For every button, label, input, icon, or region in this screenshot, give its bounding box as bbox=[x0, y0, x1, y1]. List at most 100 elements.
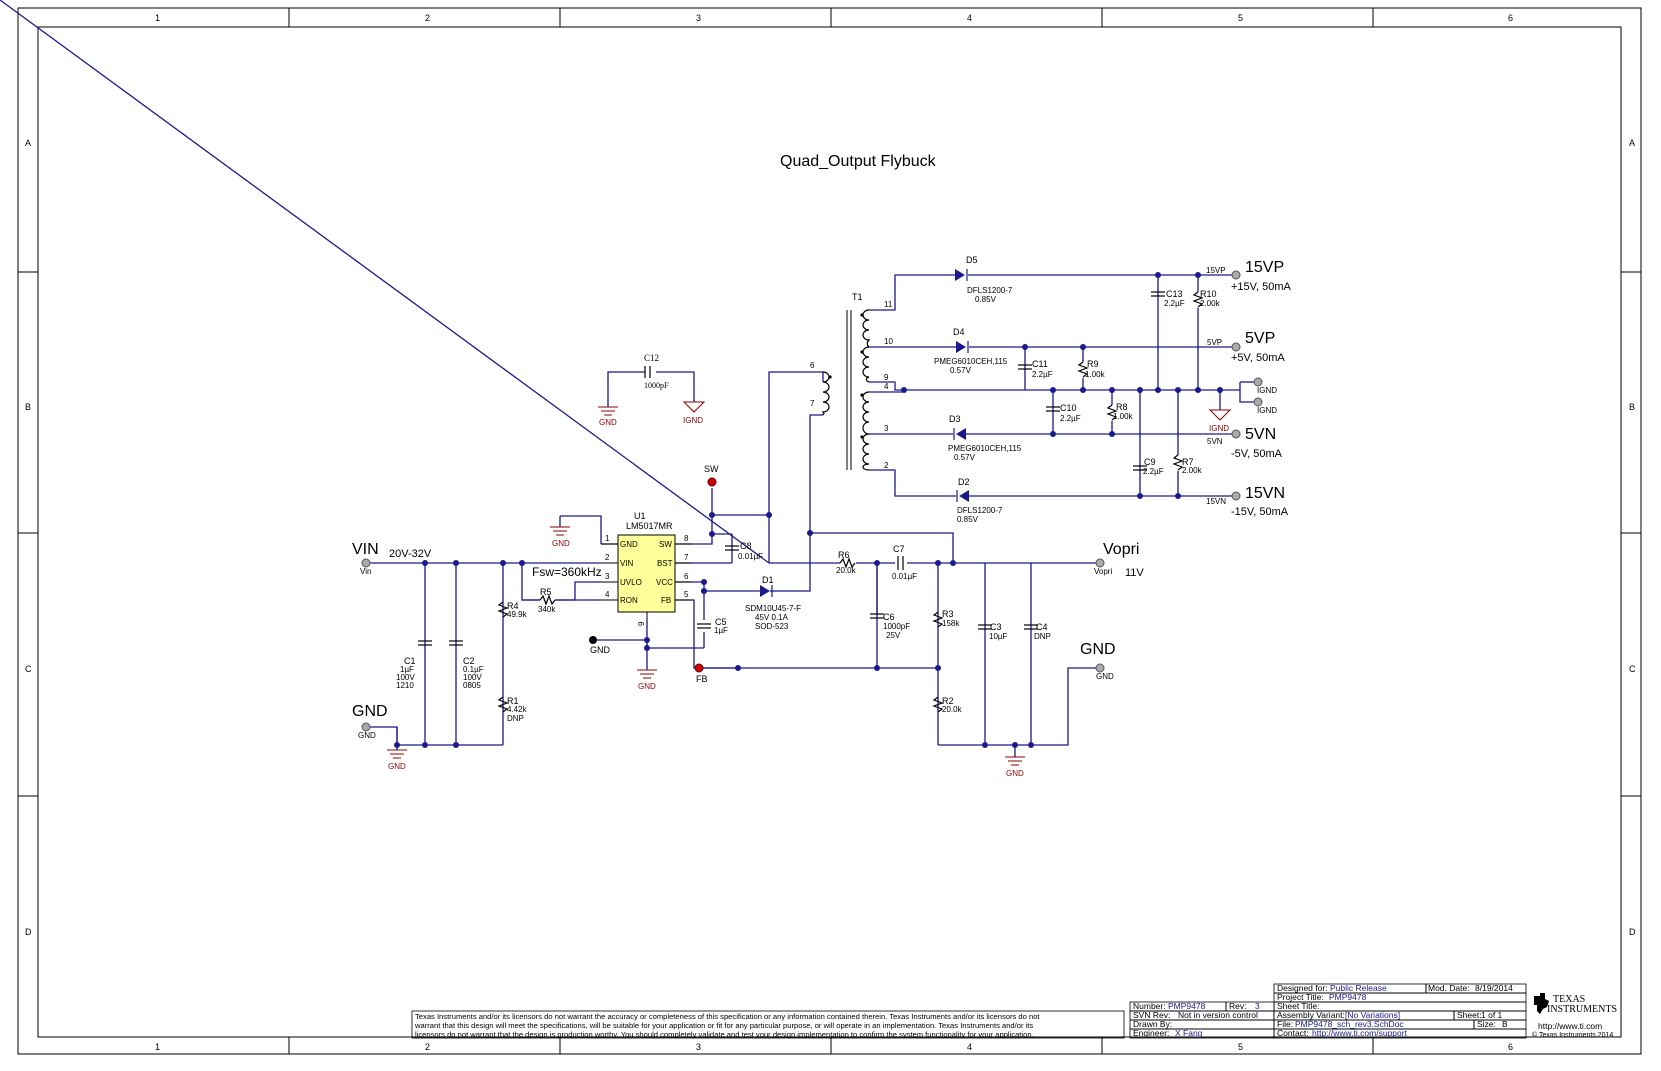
resistor-r9[interactable]: R9 1.00k bbox=[1077, 359, 1106, 379]
d5-vf: 0.85V bbox=[975, 295, 997, 304]
r7-value: 2.00k bbox=[1182, 466, 1203, 475]
diode-d1[interactable]: D1 SDM10U45-7-F 45V 0.1A SOD-523 bbox=[745, 575, 801, 631]
port-ignd-2[interactable]: IGND bbox=[1253, 397, 1277, 415]
r1-dnp: DNP bbox=[507, 714, 524, 723]
tb-moddate-label: Mod. Date: bbox=[1428, 983, 1470, 993]
c4-value: DNP bbox=[1034, 632, 1051, 641]
ic-pin-name: BST bbox=[657, 559, 673, 568]
port-15vp[interactable]: 15VP 15VP +15V, 50mA bbox=[1206, 259, 1291, 293]
schematic-title: Quad_Output Flybuck bbox=[780, 153, 937, 170]
capacitor-c12[interactable]: C12 1000pF bbox=[644, 353, 669, 390]
c2-value: 0.1µF bbox=[463, 665, 484, 674]
ground-symbol: GND bbox=[550, 516, 570, 548]
capacitor-c4[interactable]: C4 DNP bbox=[1024, 622, 1051, 641]
capacitor-c9[interactable]: C9 2.2µF bbox=[1133, 457, 1164, 476]
port-15vn-label: 15VN bbox=[1245, 485, 1285, 502]
r3-ref: R3 bbox=[942, 609, 954, 619]
resistor-r4[interactable]: R4 49.9k bbox=[497, 601, 528, 619]
diode-d4[interactable]: D4 PMEG6010CEH,115 0.57V bbox=[934, 327, 1008, 375]
tb-svn-label: SVN Rev: bbox=[1133, 1010, 1170, 1020]
port-vin-net: Vin bbox=[360, 567, 371, 576]
testpoint-fb[interactable]: FB bbox=[694, 663, 738, 684]
tb-svn: Not in version control bbox=[1178, 1010, 1258, 1020]
tb-size-label: Size: bbox=[1477, 1019, 1496, 1029]
tb-designed: Public Release bbox=[1330, 983, 1387, 993]
tb-designed-label: Designed for: bbox=[1277, 983, 1328, 993]
port-vin-label: VIN bbox=[352, 541, 379, 558]
resistor-r6[interactable]: R6 20.0k bbox=[836, 550, 857, 575]
tb-number: PMP9478 bbox=[1168, 1001, 1206, 1011]
port-gnd-in-net: GND bbox=[358, 731, 376, 740]
d1-ref: D1 bbox=[762, 575, 774, 585]
c3-ref: C3 bbox=[990, 622, 1002, 632]
resistor-r1[interactable]: R1 4.42k DNP bbox=[497, 696, 528, 723]
r4-value: 49.9k bbox=[507, 610, 528, 619]
testpoint-sw[interactable]: SW bbox=[704, 464, 719, 487]
gnd-testpoint[interactable]: GND bbox=[589, 636, 611, 655]
capacitor-c8[interactable]: C8 0.01µF bbox=[725, 541, 763, 561]
ti-logo-text: TEXAS bbox=[1553, 994, 1585, 1005]
resistor-r10[interactable]: R10 2.00k bbox=[1192, 289, 1221, 308]
ground-symbol: GND bbox=[637, 669, 657, 691]
resistor-r7[interactable]: R7 2.00k bbox=[1172, 454, 1203, 475]
ic-u1[interactable]: U1 LM5017MR GND VIN UVLO RON SW BST VCC … bbox=[601, 511, 692, 626]
port-5vn[interactable]: 5VN 5VN -5V, 50mA bbox=[1207, 426, 1283, 460]
port-gnd-in[interactable]: GND GND bbox=[352, 703, 388, 740]
r7-ref: R7 bbox=[1182, 457, 1194, 467]
capacitor-c5[interactable]: C5 1µF bbox=[697, 617, 728, 635]
capacitor-c3[interactable]: C3 10µF bbox=[978, 622, 1008, 641]
port-gnd-out[interactable]: GND GND bbox=[1080, 641, 1116, 681]
c1-voltage: 100V bbox=[396, 673, 415, 682]
resistor-r2[interactable]: R2 20.0k bbox=[932, 696, 963, 714]
c6-ref: C6 bbox=[883, 612, 895, 622]
transformer-t1[interactable]: T1 11 10 9 4 3 2 6 7 bbox=[810, 292, 893, 471]
capacitor-c11[interactable]: C11 2.2µF bbox=[1018, 359, 1053, 379]
port-vopri-label: Vopri bbox=[1103, 541, 1139, 558]
port-vin-range: 20V-32V bbox=[389, 548, 432, 560]
capacitor-c7[interactable]: C7 0.01µF bbox=[892, 544, 917, 581]
transformer-pin: 7 bbox=[810, 399, 815, 408]
row-label-right: D bbox=[1629, 927, 1636, 937]
c11-ref: C11 bbox=[1032, 359, 1048, 369]
svg-text:GND: GND bbox=[599, 418, 617, 427]
col-label-bottom: 4 bbox=[967, 1042, 972, 1052]
d2-ref: D2 bbox=[958, 477, 970, 487]
port-vin[interactable]: VIN 20V-32V Vin bbox=[352, 541, 432, 576]
tb-project-label: Project Title: bbox=[1277, 992, 1324, 1002]
port-gnd-out-net: GND bbox=[1096, 672, 1114, 681]
port-15vn-net: 15VN bbox=[1206, 497, 1226, 506]
c2-ref: C2 bbox=[463, 656, 475, 666]
diode-d2[interactable]: D2 DFLS1200-7 0.85V bbox=[956, 477, 1003, 524]
capacitor-c1[interactable]: C1 1µF 100V 1210 bbox=[396, 640, 432, 690]
capacitor-c13[interactable]: C13 2.2µF bbox=[1151, 289, 1185, 308]
row-label-right: A bbox=[1629, 138, 1635, 148]
capacitor-c6[interactable]: C6 1000pF 25V bbox=[870, 563, 910, 640]
resistor-r3[interactable]: R3 158k bbox=[932, 609, 960, 628]
isolated-ground-symbol: IGND bbox=[682, 401, 706, 425]
tb-sheet-label: Sheet: bbox=[1457, 1010, 1482, 1020]
tb-file: PMP9478_sch_rev3.SchDoc bbox=[1295, 1019, 1404, 1029]
col-label-bottom: 6 bbox=[1508, 1042, 1513, 1052]
c8-value: 0.01µF bbox=[738, 552, 763, 561]
resistor-r5[interactable]: R5 340k bbox=[522, 587, 575, 614]
diode-d3[interactable]: D3 PMEG6010CEH,115 0.57V bbox=[948, 414, 1022, 462]
ic-pin-name: FB bbox=[661, 596, 671, 605]
capacitor-c10[interactable]: C10 2.2µF bbox=[1046, 403, 1081, 423]
c9-ref: C9 bbox=[1144, 457, 1156, 467]
diode-d5[interactable]: D5 DFLS1200-7 0.85V bbox=[955, 255, 1013, 304]
frame-column-labels: 1 2 3 4 5 6 1 2 3 4 5 6 bbox=[155, 13, 1513, 1052]
port-5vp[interactable]: 5VP 5VP +5V, 50mA bbox=[1207, 330, 1285, 364]
ic-pin-num: 1 bbox=[605, 534, 610, 543]
ic-pin-name: VCC bbox=[656, 578, 673, 587]
port-vopri[interactable]: Vopri 11V Vopri bbox=[1094, 541, 1144, 579]
capacitor-c2[interactable]: C2 0.1µF 100V 0805 bbox=[449, 640, 484, 690]
resistor-r8[interactable]: R8 1.00k bbox=[1106, 402, 1134, 421]
r3-value: 158k bbox=[942, 619, 960, 628]
ic-pin-name: VIN bbox=[620, 559, 634, 568]
port-ignd-1[interactable]: IGND bbox=[1253, 377, 1277, 395]
c8-ref: C8 bbox=[740, 541, 752, 551]
tb-engineer: X Fang bbox=[1175, 1028, 1203, 1038]
tb-sheettitle-label: Sheet Title: bbox=[1277, 1001, 1320, 1011]
port-15vn[interactable]: 15VN 15VN -15V, 50mA bbox=[1206, 485, 1289, 518]
ic-pin-num: 2 bbox=[605, 553, 610, 562]
